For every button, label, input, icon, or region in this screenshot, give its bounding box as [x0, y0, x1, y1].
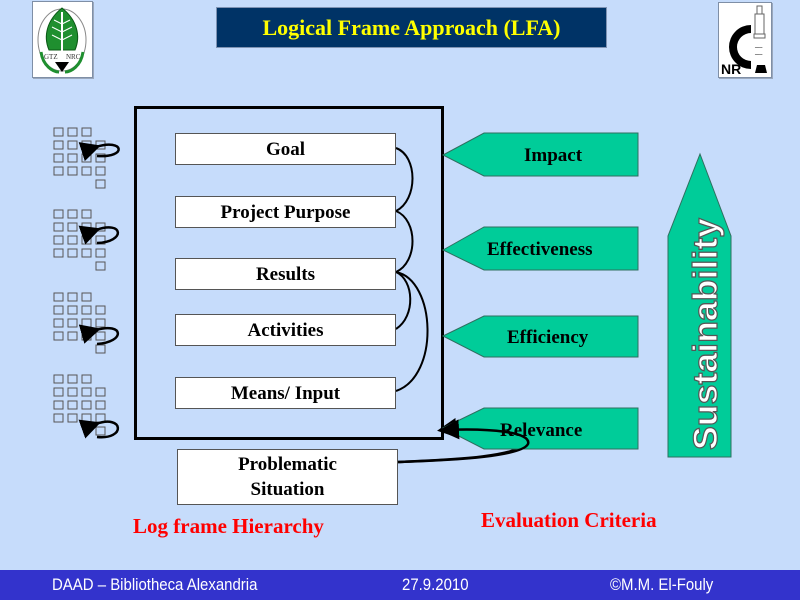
square-glyph	[95, 387, 106, 397]
square-glyph	[67, 374, 78, 384]
square-glyph	[53, 222, 64, 232]
square-glyph	[81, 235, 92, 245]
square-glyph	[67, 209, 78, 219]
square-glyph	[53, 248, 64, 258]
square-glyph	[67, 222, 78, 232]
square-glyph	[67, 248, 78, 258]
square-glyph	[81, 305, 92, 315]
criterion-impact: Impact	[524, 145, 583, 166]
left-curved-arrow-2	[78, 225, 119, 245]
caption-logframe-hierarchy: Log frame Hierarchy	[133, 514, 324, 538]
nrc-logo: ـــــ ـــــ NR	[718, 2, 772, 78]
svg-text:ـــــ: ـــــ	[754, 45, 763, 50]
square-glyph	[95, 179, 106, 189]
logo-text-gtz: GTZ	[44, 53, 58, 61]
placeholder-glyphs	[53, 127, 106, 436]
criterion-effectiveness: Effectiveness	[487, 239, 593, 260]
square-glyph	[81, 127, 92, 137]
square-glyph	[95, 305, 106, 315]
link-purpose-results	[395, 210, 414, 273]
level-activities: Activities	[175, 314, 396, 346]
link-results-activities	[395, 271, 412, 330]
left-curved-arrow-3	[78, 324, 119, 346]
square-glyph	[95, 261, 106, 271]
problematic-situation-box: Problematic Situation	[177, 449, 398, 505]
square-glyph	[53, 166, 64, 176]
link-results-means	[395, 271, 429, 392]
square-glyph	[81, 292, 92, 302]
square-glyph	[95, 400, 106, 410]
square-glyph	[67, 153, 78, 163]
square-glyph	[95, 318, 106, 328]
square-glyph	[81, 387, 92, 397]
caption-evaluation-criteria: Evaluation Criteria	[481, 508, 657, 532]
criterion-relevance: Relevance	[500, 420, 583, 441]
footer-left: DAAD – Bibliotheca Alexandria	[52, 575, 258, 594]
level-project-purpose: Project Purpose	[175, 196, 396, 228]
square-glyph	[67, 292, 78, 302]
square-glyph	[53, 292, 64, 302]
square-glyph	[67, 166, 78, 176]
square-glyph	[81, 248, 92, 258]
square-glyph	[95, 331, 106, 341]
link-goal-purpose	[395, 147, 414, 212]
footer-author: ©M.M. El-Fouly	[610, 575, 714, 594]
square-glyph	[81, 153, 92, 163]
logo-text-nrc: NRC	[66, 53, 81, 61]
square-glyph	[67, 235, 78, 245]
square-glyph	[81, 140, 92, 150]
logo-text-nr: NR	[721, 61, 741, 77]
square-glyph	[53, 413, 64, 423]
square-glyph	[53, 153, 64, 163]
square-glyph	[53, 209, 64, 219]
square-glyph	[53, 374, 64, 384]
square-glyph	[67, 413, 78, 423]
footer-bar: DAAD – Bibliotheca Alexandria 27.9.2010 …	[0, 570, 800, 600]
square-glyph	[81, 222, 92, 232]
square-glyph	[95, 166, 106, 176]
criterion-efficiency: Efficiency	[507, 327, 589, 348]
slide-title: Logical Frame Approach (LFA)	[216, 7, 607, 48]
square-glyph	[95, 344, 106, 354]
square-glyph	[53, 235, 64, 245]
left-curved-arrow-1	[78, 142, 120, 162]
square-glyph	[67, 140, 78, 150]
square-glyph	[67, 331, 78, 341]
square-glyph	[67, 400, 78, 410]
level-means-input: Means/ Input	[175, 377, 396, 409]
square-glyph	[67, 387, 78, 397]
leaf-icon: GTZ NRC	[37, 7, 87, 74]
square-glyph	[95, 248, 106, 258]
level-results: Results	[175, 258, 396, 290]
logframe-container	[134, 106, 444, 440]
square-glyph	[95, 426, 106, 436]
square-glyph	[53, 305, 64, 315]
square-glyph	[81, 413, 92, 423]
square-glyph	[81, 318, 92, 328]
problem-line-1: Problematic	[238, 454, 337, 475]
footer-date: 27.9.2010	[402, 575, 469, 594]
left-curved-arrow-4	[78, 419, 120, 439]
problem-line-2: Situation	[250, 479, 325, 500]
square-glyph	[67, 305, 78, 315]
square-glyph	[81, 166, 92, 176]
square-glyph	[81, 400, 92, 410]
square-glyph	[53, 387, 64, 397]
square-glyph	[81, 209, 92, 219]
square-glyph	[53, 140, 64, 150]
square-glyph	[81, 331, 92, 341]
square-glyph	[67, 318, 78, 328]
square-glyph	[81, 374, 92, 384]
svg-text:ـــــ: ـــــ	[754, 52, 763, 57]
square-glyph	[67, 127, 78, 137]
nrc-emblem-icon: ـــــ ـــــ NR	[721, 5, 767, 77]
level-goal: Goal	[175, 133, 396, 165]
gtz-nrc-logo: GTZ NRC	[32, 1, 93, 78]
square-glyph	[53, 127, 64, 137]
square-glyph	[53, 400, 64, 410]
square-glyph	[53, 331, 64, 341]
square-glyph	[53, 318, 64, 328]
